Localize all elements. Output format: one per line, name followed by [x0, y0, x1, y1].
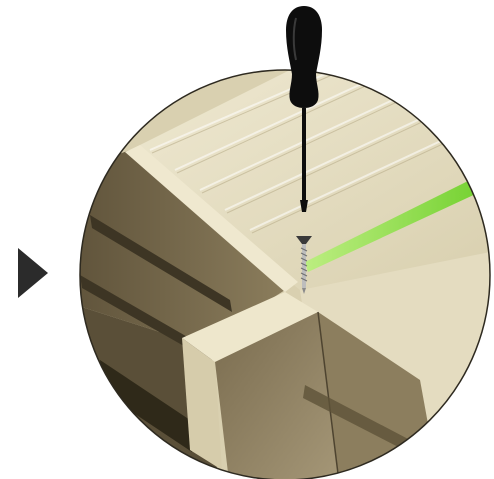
- zoom-circle-outline: [79, 69, 491, 479]
- inner-recess-wall: [215, 312, 340, 479]
- screw-icon: [296, 236, 312, 294]
- screwdriver-icon: [286, 6, 322, 212]
- play-arrow-icon: [18, 248, 48, 298]
- laser-line: [305, 180, 480, 272]
- panel-edge-strip: [125, 145, 298, 292]
- front-panel: [182, 292, 318, 362]
- top-panel: [130, 70, 490, 290]
- zoom-circle: [80, 70, 490, 479]
